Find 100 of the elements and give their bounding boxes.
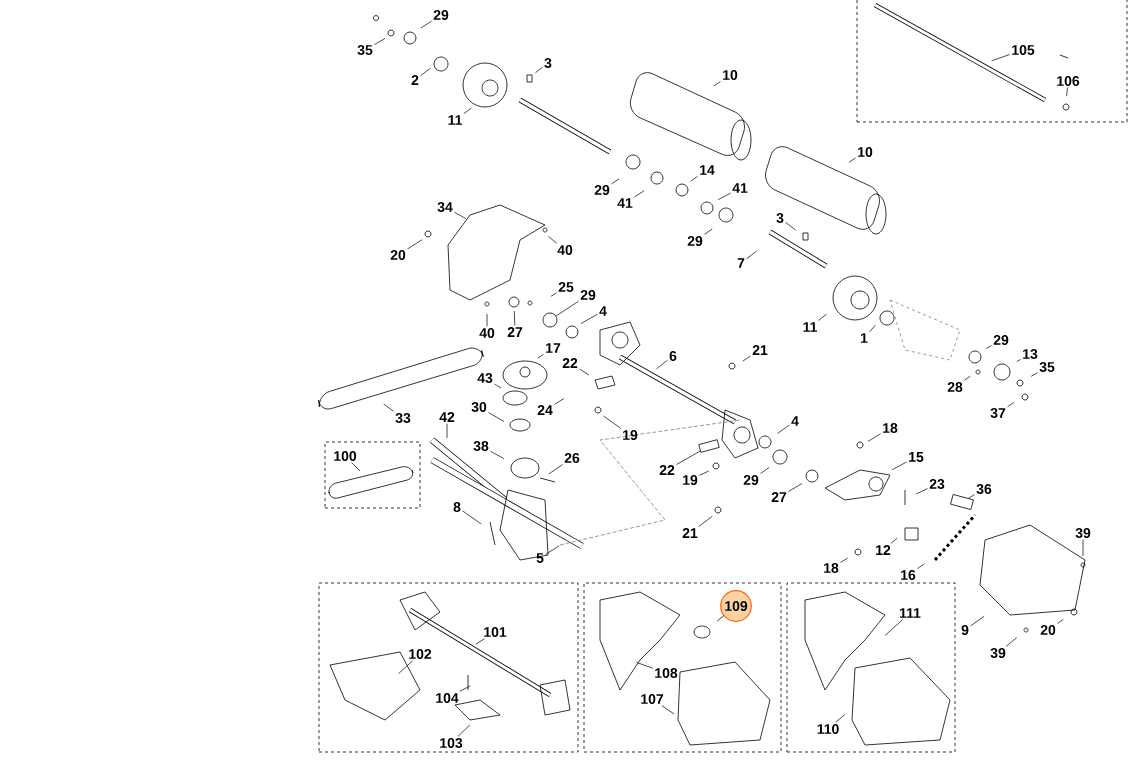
leader-line	[917, 563, 925, 569]
dashed-group-frame	[324, 441, 421, 509]
leader-line	[374, 38, 386, 45]
callout-number: 41	[617, 198, 633, 208]
callout-number: 39	[990, 648, 1006, 658]
leader-line	[717, 192, 731, 201]
callout-number: 29	[433, 10, 449, 20]
callout-number: 14	[700, 165, 715, 175]
callout-number: 17	[546, 343, 561, 353]
callout-number: 30	[471, 402, 487, 412]
leader-line	[611, 178, 620, 185]
leader-line	[760, 467, 770, 474]
leader-line	[661, 705, 675, 715]
callout-number: 42	[439, 412, 455, 422]
callout-number: 21	[752, 345, 768, 355]
leader-line	[446, 423, 448, 439]
leader-line	[463, 107, 472, 114]
leader-line	[603, 415, 622, 429]
leader-line	[475, 638, 485, 645]
callout-number: 4	[791, 416, 799, 426]
callout-number: 105	[1012, 45, 1035, 55]
leader-line	[1007, 401, 1015, 408]
callout-number: 9	[961, 625, 969, 635]
callout-number: 6	[669, 351, 677, 361]
callout-number: 111	[900, 608, 921, 618]
callout-number: 2	[411, 75, 419, 85]
callout-number: 5	[536, 553, 544, 563]
callout-number: 18	[883, 423, 898, 433]
leader-line	[915, 488, 928, 495]
callout-number: 24	[537, 405, 553, 415]
callout-number: 10	[858, 147, 873, 157]
callout-number: 101	[484, 627, 507, 637]
leader-line	[420, 20, 432, 29]
callout-number: 10	[723, 70, 738, 80]
leader-line	[580, 313, 598, 324]
callout-number: 7	[737, 258, 745, 268]
callout-number: 23	[929, 479, 945, 489]
callout-number: 27	[507, 327, 523, 337]
leader-line	[535, 67, 543, 74]
leader-line	[1005, 637, 1018, 647]
callout-number: 40	[479, 328, 495, 338]
bearing-ring	[542, 312, 558, 328]
leader-line	[486, 313, 488, 327]
callout-number: 102	[409, 649, 432, 659]
leader-line	[742, 355, 751, 362]
leader-line	[840, 557, 849, 563]
dashed-group-frame	[318, 582, 579, 753]
leader-line	[716, 615, 724, 622]
leader-line	[818, 313, 827, 321]
leader-line	[690, 176, 698, 182]
leader-line	[548, 464, 563, 475]
callout-number: 19	[683, 475, 698, 485]
leader-line	[488, 412, 505, 422]
callout-number: 43	[477, 373, 493, 383]
leader-line	[970, 615, 985, 627]
leader-line	[835, 714, 846, 723]
leader-line	[1057, 619, 1064, 624]
leader-line	[550, 292, 557, 297]
leader-line	[867, 433, 881, 442]
leader-line	[554, 398, 565, 405]
callout-number: 100	[334, 451, 357, 461]
callout-number: 41	[732, 183, 748, 193]
callout-number: 3	[776, 213, 784, 223]
dashed-group-frame	[856, 0, 1128, 123]
callout-number: 22	[659, 465, 675, 475]
callout-number: 1	[861, 333, 868, 343]
callout-number: 11	[803, 322, 818, 332]
leader-line	[1030, 372, 1038, 377]
leader-line	[991, 54, 1010, 62]
leader-line	[407, 239, 423, 250]
leader-line	[579, 368, 590, 376]
callout-number: 35	[357, 45, 373, 55]
leader-line	[634, 190, 645, 198]
callout-number: 13	[1023, 349, 1038, 359]
leader-line	[676, 450, 701, 465]
leader-line	[964, 375, 971, 381]
callout-number: 106	[1057, 76, 1080, 86]
callout-number: 18	[824, 563, 839, 573]
callout-number: 38	[473, 441, 489, 451]
callout-number: 16	[901, 570, 916, 580]
callout-number: 21	[682, 528, 698, 538]
leader-line	[545, 545, 560, 555]
callout-number: 36	[976, 484, 992, 494]
callout-number: 108	[655, 668, 678, 678]
leader-line	[699, 470, 710, 476]
callout-number: 20	[390, 250, 406, 260]
leader-line	[462, 510, 482, 525]
callout-number: 8	[453, 502, 461, 512]
leader-line	[884, 619, 904, 636]
callout-number: 107	[641, 694, 664, 704]
callout-number: 19	[623, 430, 638, 440]
leader-line	[537, 353, 544, 359]
leader-line	[848, 157, 856, 163]
leader-line	[890, 538, 898, 544]
dashed-group-frame	[786, 582, 956, 753]
leader-line	[513, 310, 516, 326]
callout-number: 25	[558, 282, 574, 292]
leader-line	[490, 450, 505, 459]
callout-number: 22	[562, 358, 578, 368]
callout-number: 33	[395, 413, 411, 423]
